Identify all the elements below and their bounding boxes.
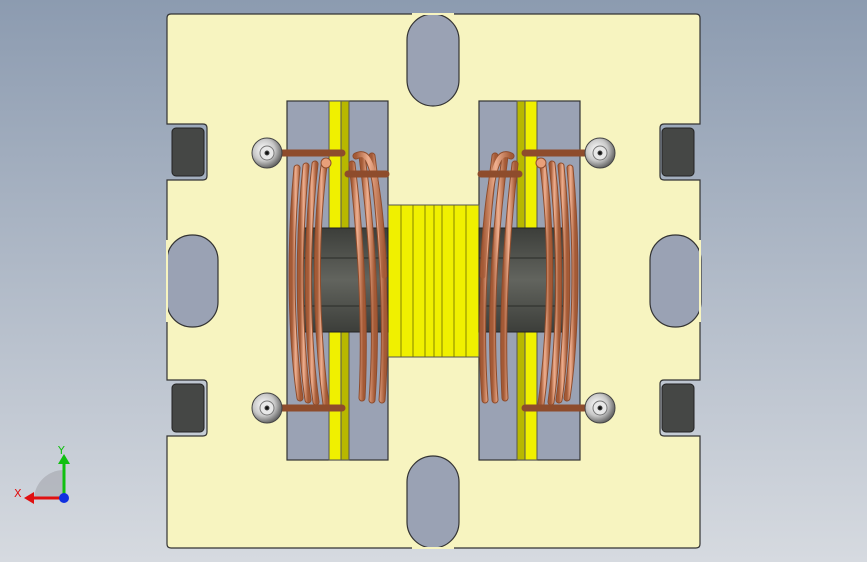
side-clamps (171, 127, 695, 433)
terminal-top-left (251, 137, 283, 169)
terminal-top-right (584, 137, 616, 169)
terminal-bottom-left (251, 392, 283, 424)
terminal-bottom-right (584, 392, 616, 424)
xyz-axis-triad-icon: Y X (14, 444, 70, 504)
screw-terminals[interactable] (251, 137, 616, 424)
bobbin-center (387, 204, 480, 358)
copper-coil-right[interactable] (479, 151, 579, 408)
lead-wires (278, 149, 589, 412)
slot-left (166, 234, 219, 328)
mounting-slots (166, 13, 702, 549)
axis-label-y: Y (57, 444, 65, 457)
slot-bottom (406, 455, 460, 549)
copper-coil-left[interactable] (288, 151, 388, 408)
axis-label-x: X (14, 487, 22, 500)
slot-top (406, 13, 460, 107)
slot-right (649, 234, 702, 328)
